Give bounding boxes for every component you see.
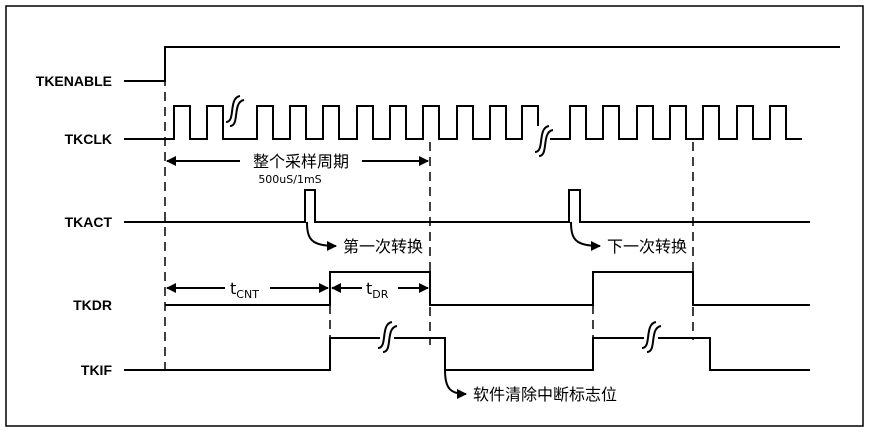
first-conversion-arrow bbox=[306, 221, 337, 251]
waveform-tkdr bbox=[165, 271, 810, 306]
label-tkdr: TKDR bbox=[73, 297, 112, 313]
t-cnt-label: tCNT bbox=[230, 279, 259, 301]
sample-period-value: 500uS/1mS bbox=[258, 173, 321, 186]
clear-flag-label: 软件清除中断标志位 bbox=[473, 385, 617, 404]
waveform-tkenable bbox=[124, 46, 840, 82]
break-mark-tkif-1 bbox=[377, 321, 398, 353]
next-conversion-label: 下一次转换 bbox=[607, 237, 687, 256]
next-conversion-arrow bbox=[570, 221, 601, 251]
t-dr-label: tDR bbox=[366, 279, 389, 301]
break-mark-tkif-2 bbox=[641, 321, 662, 353]
label-tkclk: TKCLK bbox=[65, 131, 112, 147]
break-mark-clk-2 bbox=[534, 125, 554, 157]
sample-period-label: 整个采样周期 bbox=[253, 152, 349, 171]
break-mark-clk-1 bbox=[225, 95, 245, 127]
first-conversion-label: 第一次转换 bbox=[343, 237, 423, 256]
waveform-tkact bbox=[124, 189, 810, 223]
label-tkact: TKACT bbox=[65, 214, 113, 230]
waveform-tkclk bbox=[124, 105, 802, 140]
clear-flag-arrow bbox=[444, 369, 467, 399]
label-tkif: TKIF bbox=[81, 362, 113, 378]
diagram-border bbox=[5, 5, 864, 427]
waveform-tkif bbox=[124, 337, 810, 371]
label-tkenable: TKENABLE bbox=[36, 73, 112, 89]
